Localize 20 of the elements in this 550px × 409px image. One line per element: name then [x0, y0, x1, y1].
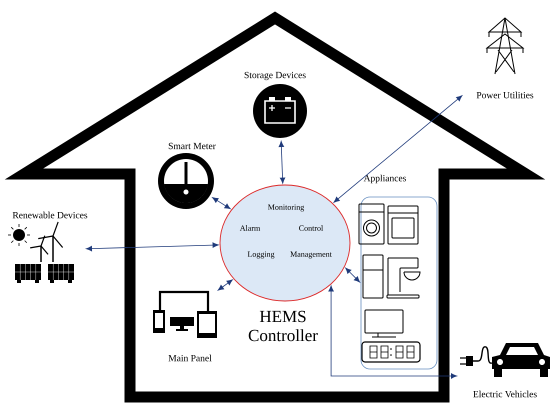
arrow: [345, 268, 360, 282]
device-label: Main Panel: [168, 354, 212, 362]
function-label: Alarm: [240, 225, 260, 231]
device-label: Power Utilities: [476, 92, 534, 98]
arrow: [86, 242, 219, 252]
device-label: Electric Vehicles: [473, 390, 537, 398]
arrow: [218, 280, 233, 291]
device-label: Storage Devices: [244, 72, 306, 80]
device-label: Renewable Devices: [12, 212, 88, 218]
function-label: Control: [299, 225, 324, 231]
function-label: Monitoring: [268, 204, 304, 212]
arrow: [212, 197, 231, 210]
controller-title: HEMS Controller: [248, 310, 318, 342]
device-label: Smart Meter: [168, 142, 216, 150]
function-label: Management: [290, 252, 332, 258]
device-label: Appliances: [364, 174, 406, 184]
arrow: [278, 141, 286, 184]
arrow: [328, 286, 457, 379]
function-label: Logging: [248, 251, 274, 258]
arrow: [334, 95, 462, 203]
